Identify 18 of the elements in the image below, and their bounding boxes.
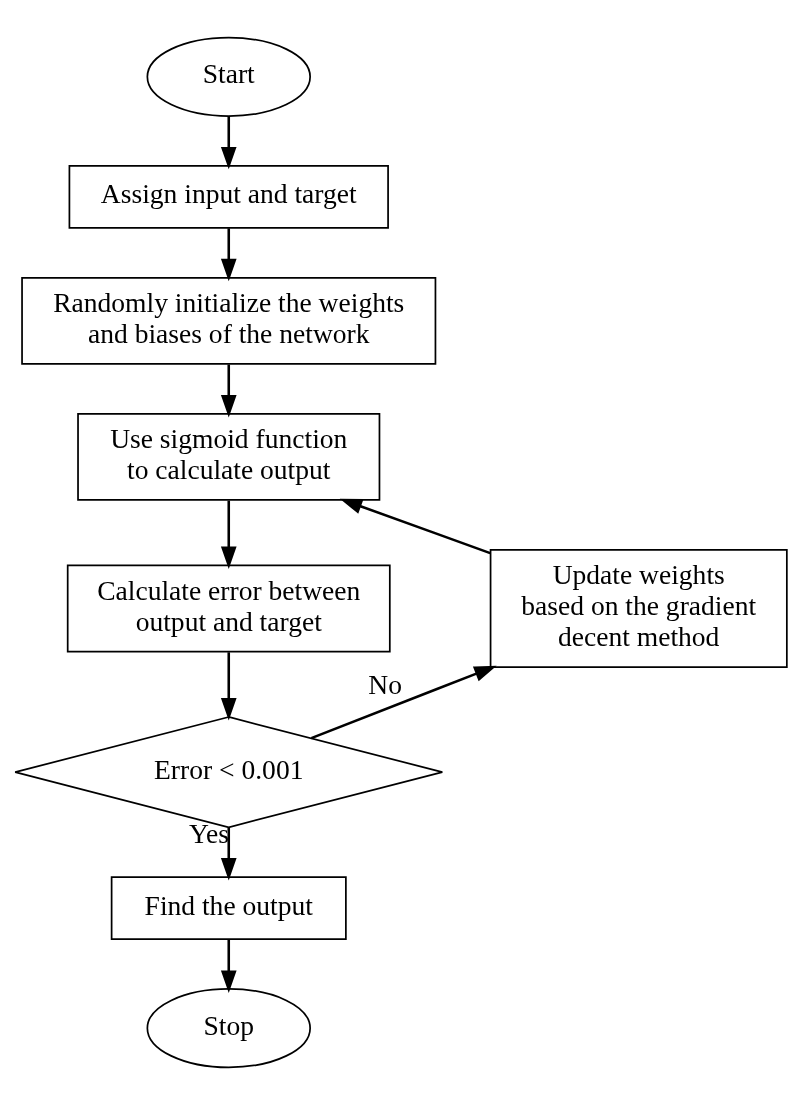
node-box: Update weights based on the gradient decent method (489, 548, 788, 668)
arrow (220, 827, 237, 880)
arrow (220, 115, 237, 169)
node-box: Randomly initialize the weights and biases of the network (21, 276, 437, 365)
node-ellipse: Stop (146, 987, 311, 1068)
node-box: Assign input and target (68, 164, 389, 229)
node-box: Find the output (110, 875, 347, 940)
node-box: Use sigmoid function to calculate output (77, 412, 381, 501)
arrow (220, 364, 237, 417)
arrow (339, 498, 491, 554)
node-box: Calculate error between output and target (66, 564, 391, 652)
arrow (220, 227, 237, 281)
arrow (310, 665, 497, 739)
arrow (220, 651, 237, 720)
node-ellipse: Start (146, 36, 311, 117)
arrow (220, 500, 237, 569)
arrow (220, 938, 237, 993)
edge-label: No (368, 668, 403, 700)
